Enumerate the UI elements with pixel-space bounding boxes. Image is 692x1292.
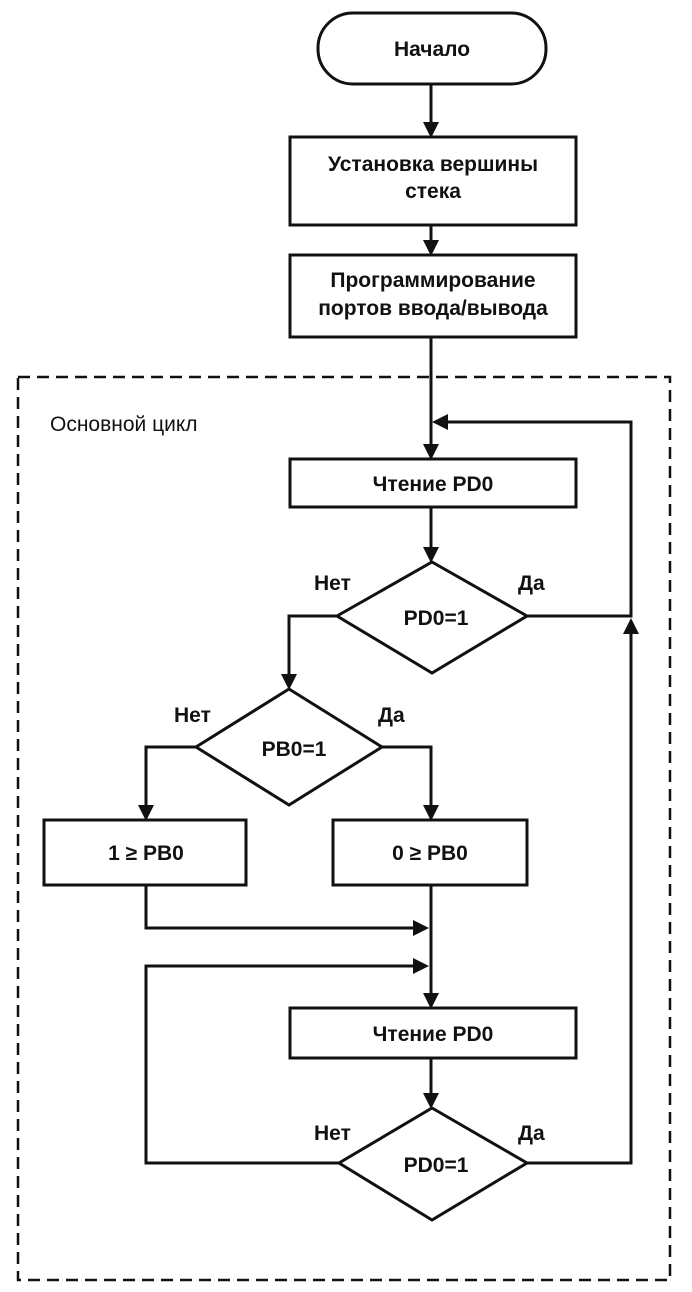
decision-pd0-first-yes-label: Да — [518, 572, 545, 595]
connector-decision3-no-loop — [144, 964, 416, 1165]
decision-pd0-second-no-label: Нет — [314, 1122, 351, 1145]
decision-pb0-yes-label: Да — [378, 704, 405, 727]
connector-set-one-to-merge — [144, 885, 416, 930]
decision-pb0-no-label: Нет — [174, 704, 211, 727]
init-ports-label-line2: портов ввода/вывода — [318, 297, 548, 320]
init-ports-box — [288, 253, 578, 339]
arrowhead-right — [413, 958, 429, 974]
arrowhead-up — [623, 618, 639, 634]
arrowhead-down — [423, 444, 439, 460]
read-pd0-box — [288, 457, 578, 509]
connector-pb0-yes — [382, 745, 433, 810]
decision-pd0-second — [336, 1106, 530, 1222]
init-ports-label-line1: Программирование — [330, 269, 535, 292]
decision-pd0-first — [334, 560, 530, 675]
arrowhead-right — [413, 920, 429, 936]
arrowhead-down — [423, 547, 439, 563]
set-pb0-one-box — [42, 818, 248, 887]
connector-pb0-no — [144, 745, 196, 810]
main-loop-title: Основной цикл — [50, 413, 198, 436]
arrowhead-down — [423, 1093, 439, 1109]
set-pb0-one-label: 1 ≥ PB0 — [108, 842, 184, 865]
read-pd0-second-label: Чтение PD0 — [373, 1023, 494, 1046]
arrowhead-left — [432, 414, 448, 430]
arrowhead-down — [423, 240, 439, 256]
connector-decision1-yes-loop — [446, 420, 633, 618]
arrowhead-down — [281, 674, 297, 690]
decision-pd0-second-label: PD0=1 — [404, 1154, 469, 1177]
arrowhead-down — [138, 805, 154, 821]
set-pb0-zero-box — [331, 818, 529, 887]
arrowhead-down — [423, 122, 439, 138]
read-pd0-label: Чтение PD0 — [373, 473, 494, 496]
init-stack-box — [288, 135, 578, 227]
decision-pb0-label: PB0=1 — [262, 738, 327, 761]
connector-decision3-yes — [527, 630, 633, 1165]
arrowhead-down — [423, 993, 439, 1009]
decision-pd0-first-label: PD0=1 — [404, 607, 469, 630]
connector-decision1-no — [287, 614, 337, 679]
arrowheads — [138, 122, 639, 1109]
set-pb0-zero-label: 0 ≥ PB0 — [392, 842, 468, 865]
init-stack-label-line2: стека — [405, 180, 461, 203]
init-stack-label-line1: Установка вершины — [328, 153, 538, 176]
decision-pd0-first-no-label: Нет — [314, 572, 351, 595]
connectors — [144, 84, 633, 1165]
start-terminator — [316, 11, 548, 86]
arrowhead-down — [423, 805, 439, 821]
main-loop-frame — [16, 375, 672, 1282]
decision-pd0-second-yes-label: Да — [518, 1122, 545, 1145]
read-pd0-second-box — [288, 1006, 578, 1060]
start-label: Начало — [394, 38, 470, 61]
decision-pb0 — [193, 687, 385, 807]
